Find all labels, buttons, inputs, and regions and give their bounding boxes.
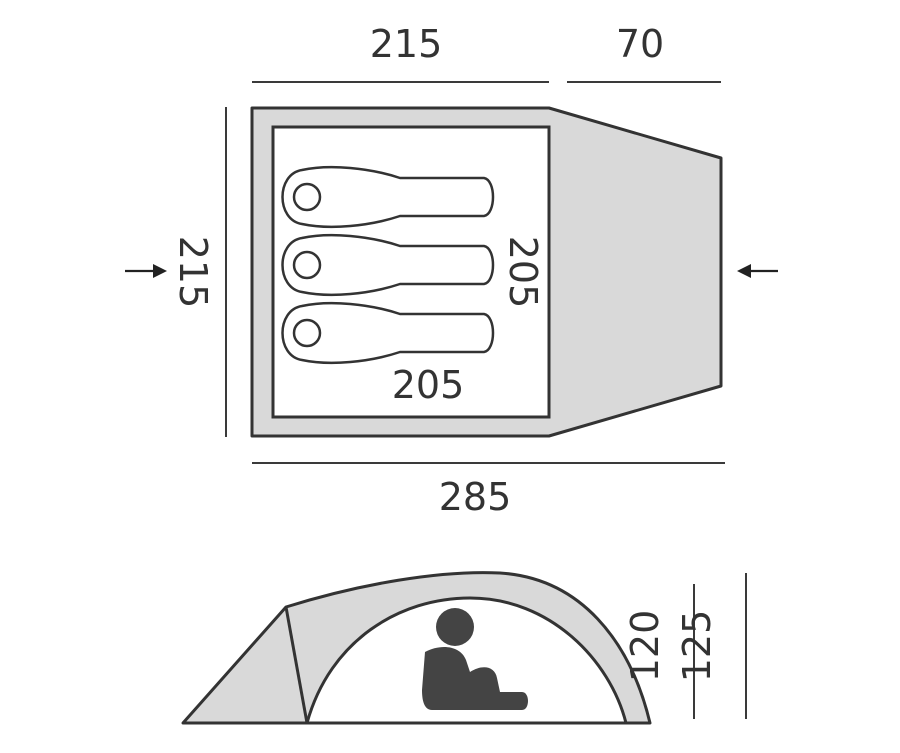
front-pole: [284, 606, 309, 724]
label-inner-height: 120: [623, 610, 667, 683]
side-view: 120 125: [181, 571, 747, 725]
label-side-height: 215: [171, 236, 215, 309]
right-arrow-icon: [737, 264, 778, 278]
sleeping-bag: [281, 165, 495, 229]
label-sleeping-length: 205: [392, 363, 465, 407]
label-outer-height: 125: [675, 610, 719, 683]
top-view: 215 70 215: [125, 22, 778, 519]
label-vestibule-width: 70: [616, 22, 664, 66]
seated-person-icon: [422, 608, 528, 710]
sleeping-bag: [281, 301, 495, 365]
label-inner-width: 215: [370, 22, 443, 66]
label-sleeping-width: 205: [501, 236, 545, 309]
inner-tent-arch: [305, 596, 628, 725]
left-arrow-icon: [125, 264, 167, 278]
label-total-length: 285: [439, 475, 512, 519]
sleeping-bag: [281, 233, 495, 297]
